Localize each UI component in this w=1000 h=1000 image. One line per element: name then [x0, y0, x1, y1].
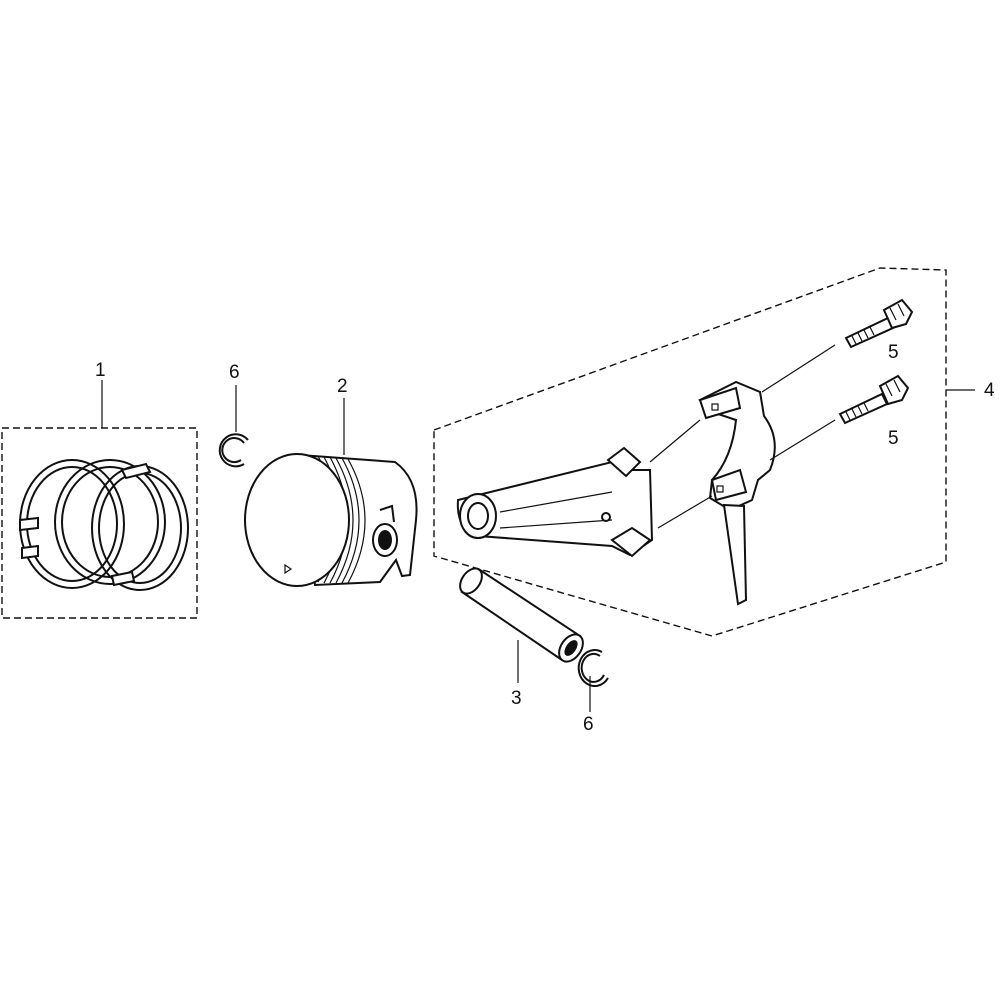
callout-2: 2	[337, 376, 348, 397]
callout-4: 4	[984, 380, 995, 401]
clip-ring	[218, 433, 249, 468]
rod-bolt-lower[interactable]: 5	[838, 374, 910, 449]
oil-ring	[91, 465, 189, 591]
pin-clip-left[interactable]: 6	[218, 362, 249, 468]
callout-5-lower: 5	[888, 428, 899, 449]
piston-ring	[54, 459, 166, 585]
callout-5-upper: 5	[888, 342, 899, 363]
callout-3: 3	[511, 688, 522, 709]
clip-ring	[577, 649, 609, 688]
oil-dipper	[722, 503, 748, 606]
ring-set-box	[1, 427, 198, 619]
callout-6-right: 6	[583, 714, 594, 735]
bolt-head	[882, 298, 914, 330]
piston-crown	[244, 453, 350, 587]
rod-bolt-upper[interactable]: 5	[844, 298, 914, 363]
piston-ring-set[interactable]: 1	[1, 360, 198, 619]
bolt-shank	[838, 392, 889, 425]
callout-1: 1	[95, 360, 106, 381]
connecting-rod-assembly[interactable]: 4	[433, 267, 995, 637]
callout-6-left: 6	[229, 362, 240, 383]
assembly-box	[433, 267, 947, 637]
piston-pin[interactable]: 3	[456, 564, 588, 709]
bolt-shank	[844, 316, 895, 349]
bolt-head	[878, 374, 910, 406]
direction-arrow-icon	[284, 563, 293, 575]
pin-clip-right[interactable]: 6	[577, 649, 609, 735]
piston[interactable]: 2	[244, 376, 418, 587]
